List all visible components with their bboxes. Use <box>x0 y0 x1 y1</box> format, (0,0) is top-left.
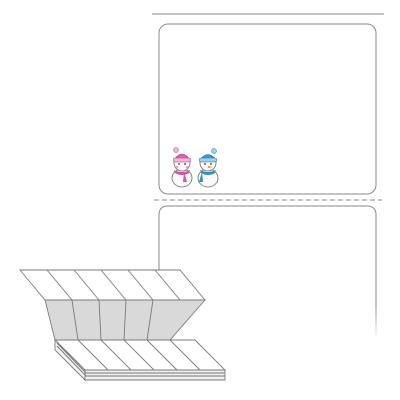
snowman-pink-hat-icon <box>171 147 193 188</box>
label-top <box>158 23 377 195</box>
label-bottom <box>158 205 377 340</box>
snowman-blue-hat-icon <box>197 148 219 188</box>
fanfold-label-stack <box>19 269 227 382</box>
